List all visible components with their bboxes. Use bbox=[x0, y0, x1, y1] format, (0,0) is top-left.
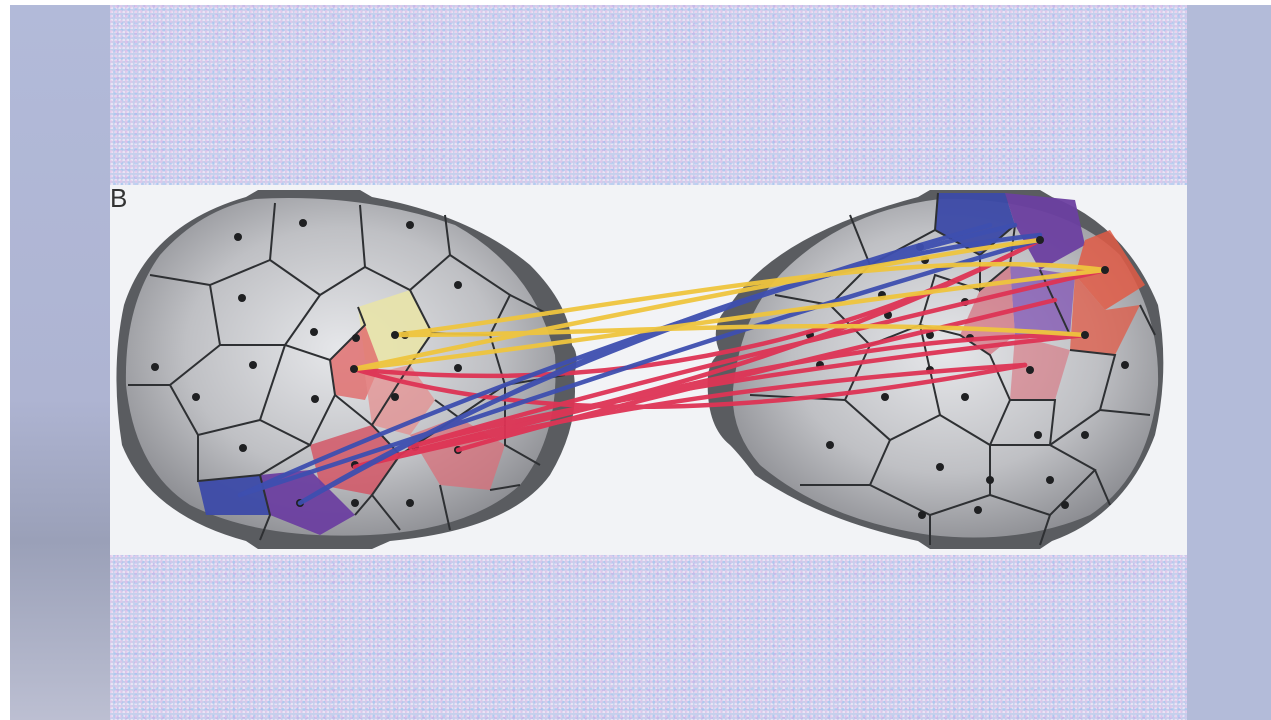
brain-connectivity-figure: B bbox=[110, 185, 1187, 555]
connectivity-diagram bbox=[110, 185, 1187, 555]
slide-frame: B bbox=[10, 5, 1271, 720]
video-edge-strip bbox=[10, 5, 110, 720]
panel-label: B bbox=[110, 185, 127, 211]
brain-icon-left bbox=[116, 190, 576, 549]
slide-right-border bbox=[1187, 5, 1271, 720]
